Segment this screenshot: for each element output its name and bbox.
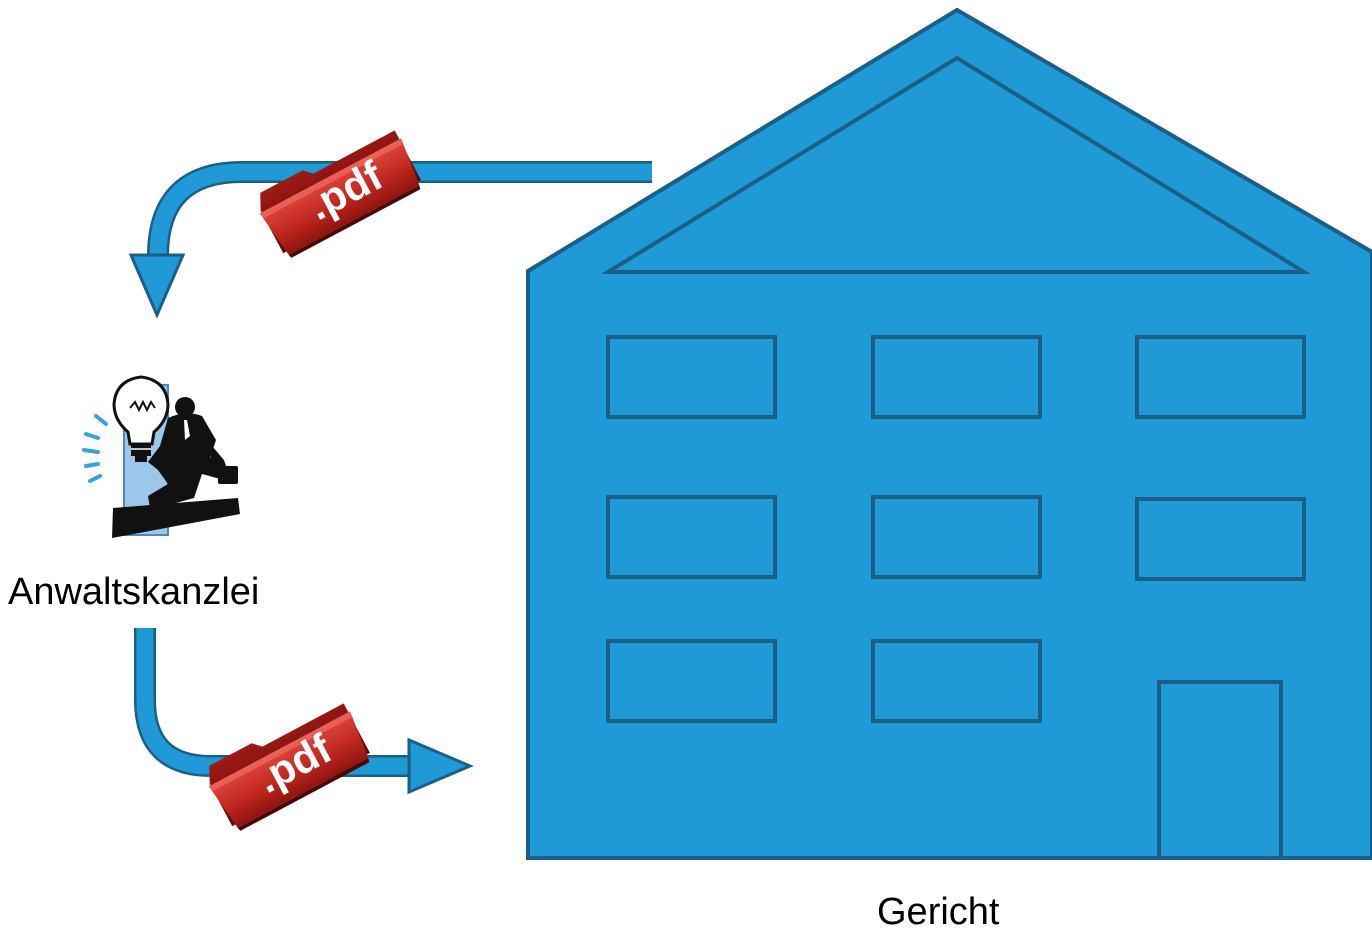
court-label: Gericht xyxy=(877,891,1000,933)
arrow-head-right xyxy=(407,737,474,795)
building-window xyxy=(606,495,777,579)
building-door xyxy=(1157,680,1283,860)
pdf-folder-icon: .pdf xyxy=(251,122,427,262)
building-window xyxy=(871,495,1042,579)
arrow-court-to-lawfirm xyxy=(128,161,652,319)
lightbulb-icon xyxy=(112,375,170,462)
arrow-lawfirm-to-court xyxy=(134,628,474,795)
building-window xyxy=(1135,335,1306,419)
arrow-head-down xyxy=(128,253,186,319)
law-firm-label: Anwaltskanzlei xyxy=(8,571,260,613)
businessman-with-lightbulb-icon xyxy=(82,375,240,538)
building-gable xyxy=(600,55,1312,274)
building-window xyxy=(1135,497,1306,581)
building-window xyxy=(606,335,777,419)
court-building-icon xyxy=(526,7,1372,860)
building-window xyxy=(871,335,1042,419)
building-window xyxy=(606,639,777,723)
building-window xyxy=(871,639,1042,723)
pdf-folder-icon: .pdf xyxy=(200,695,376,835)
